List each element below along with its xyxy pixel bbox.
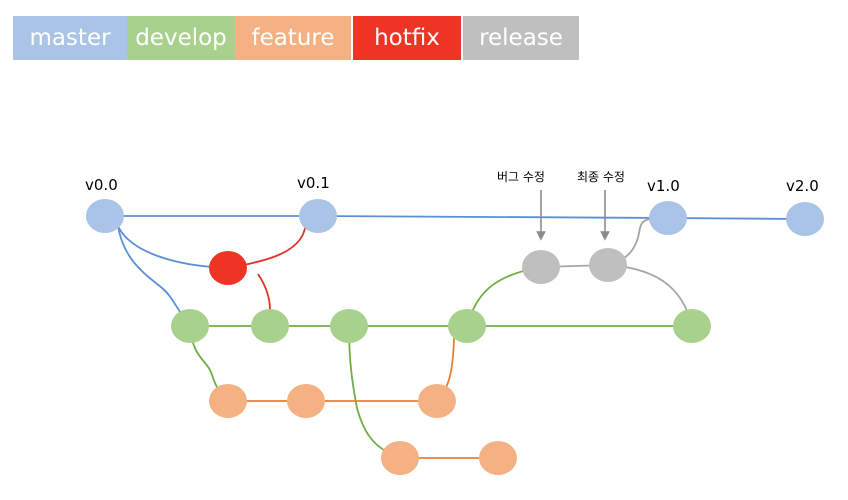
feature2-commit-2 [479,441,517,475]
tag-v00: v0.0 [85,176,118,194]
legend-hotfix: hotfix [351,16,463,60]
hotfix-to-develop [257,273,271,311]
develop-commit-1 [171,309,209,343]
master-commit-v00 [86,199,124,233]
develop-commits [171,309,711,343]
master-branch-lines [105,215,806,327]
feature-commits [209,384,517,475]
develop-commit-2 [251,309,289,343]
master-commit-v20 [786,202,824,236]
master-line-2 [317,215,669,219]
release-commit-1 [522,250,560,284]
tag-v20: v2.0 [786,177,819,195]
feature1-commit-1 [209,384,247,418]
legend-develop: develop [127,16,235,60]
branch-legend: master develop feature hotfix release [13,16,579,60]
master-commits [86,199,824,236]
tag-v01: v0.1 [297,174,330,192]
annotation-bugfix: 버그 수정 [497,170,545,184]
feature1-commit-3 [418,384,456,418]
hotfix-commits [209,251,247,285]
legend-release: release [463,16,579,60]
hotfix-commit [209,251,247,285]
tag-v10: v1.0 [647,177,680,195]
legend-feature: feature [235,16,351,60]
master-line-3 [667,217,806,220]
feature1-commit-2 [287,384,325,418]
feature-branch-lines [228,337,498,459]
develop-commit-5 [673,309,711,343]
master-commit-v10 [649,201,687,235]
release-commit-2 [589,248,627,282]
master-commit-v01 [299,199,337,233]
annotation-final-fix: 최종 수정 [577,170,625,184]
legend-master: master [13,16,127,60]
master-to-develop [117,225,191,327]
feature2-commit-1 [381,441,419,475]
release-commits [522,248,627,284]
develop-commit-3 [330,309,368,343]
develop-commit-4 [448,309,486,343]
develop-branch-lines [189,266,692,459]
annotation-arrows [536,190,610,241]
develop-to-feature2 [348,325,401,459]
